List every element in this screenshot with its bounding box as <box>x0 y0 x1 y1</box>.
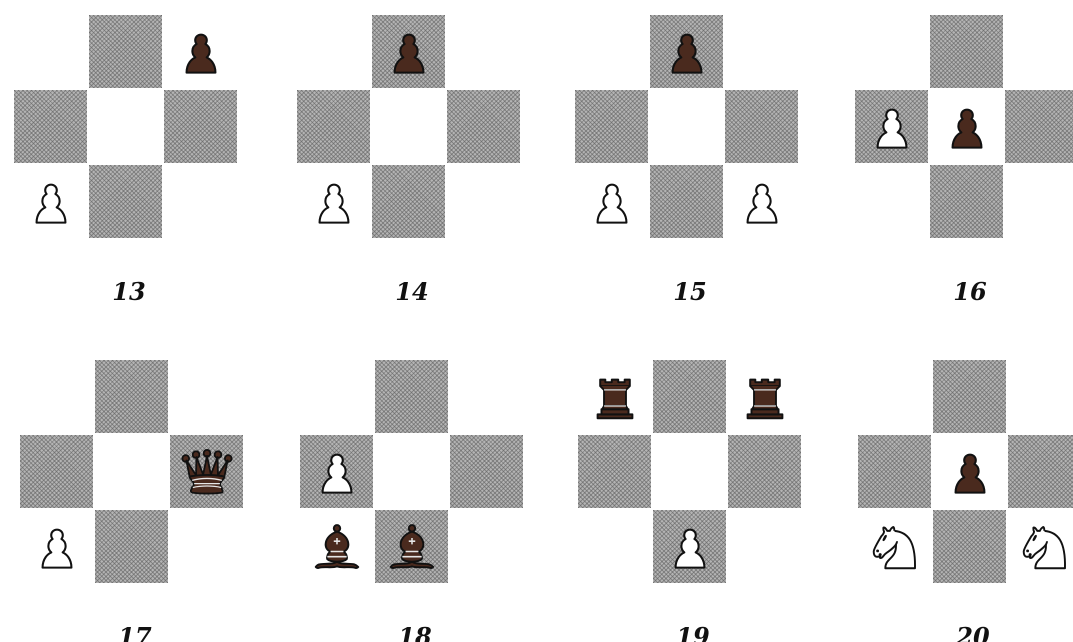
white-knight-icon <box>858 510 931 583</box>
black-rook-icon <box>578 360 651 433</box>
diagram-number: 13 <box>14 277 244 306</box>
diagram-number: 17 <box>20 622 250 642</box>
light-square <box>95 435 168 508</box>
black-pawn-icon <box>933 435 1006 508</box>
diagram-20: 20 <box>858 360 1073 642</box>
light-square <box>375 435 448 508</box>
dark-square <box>95 360 168 433</box>
dark-square <box>372 165 445 238</box>
dark-square <box>20 435 93 508</box>
diagram-number: 20 <box>858 622 1073 642</box>
dark-square <box>933 510 1006 583</box>
diagram-number: 18 <box>300 622 530 642</box>
dark-square <box>858 435 931 508</box>
diagram-number: 15 <box>575 277 805 306</box>
black-pawn-icon <box>164 15 237 88</box>
white-pawn-icon <box>855 90 928 163</box>
diagram-number: 16 <box>855 277 1073 306</box>
dark-square <box>375 360 448 433</box>
dark-square <box>164 90 237 163</box>
white-pawn-icon <box>653 510 726 583</box>
dark-square <box>650 165 723 238</box>
dark-square <box>1008 435 1073 508</box>
diagram-17: 17 <box>20 360 250 642</box>
white-pawn-icon <box>300 435 373 508</box>
diagram-number: 14 <box>297 277 527 306</box>
diagram-number: 19 <box>578 622 808 642</box>
white-pawn-icon <box>297 165 370 238</box>
dark-square <box>297 90 370 163</box>
diagram-15: 15 <box>575 15 805 315</box>
dark-square <box>933 360 1006 433</box>
dark-square <box>578 435 651 508</box>
light-square <box>653 435 726 508</box>
dark-square <box>89 165 162 238</box>
dark-square <box>89 15 162 88</box>
dark-square <box>930 165 1003 238</box>
dark-square <box>450 435 523 508</box>
black-queen-icon <box>170 435 243 508</box>
diagram-19: 19 <box>578 360 808 642</box>
dark-square <box>95 510 168 583</box>
white-pawn-icon <box>725 165 798 238</box>
dark-square <box>14 90 87 163</box>
diagram-13: 13 <box>14 15 244 315</box>
dark-square <box>728 435 801 508</box>
dark-square <box>653 360 726 433</box>
white-pawn-icon <box>14 165 87 238</box>
light-square <box>372 90 445 163</box>
dark-square <box>930 15 1003 88</box>
black-pawn-icon <box>372 15 445 88</box>
white-pawn-icon <box>575 165 648 238</box>
black-pawn-icon <box>650 15 723 88</box>
diagram-16: 16 <box>855 15 1073 315</box>
dark-square <box>447 90 520 163</box>
black-pawn-icon <box>930 90 1003 163</box>
light-square <box>650 90 723 163</box>
dark-square <box>575 90 648 163</box>
white-knight-icon <box>1008 510 1073 583</box>
diagram-18: 18 <box>300 360 530 642</box>
black-bishop-icon <box>375 510 448 583</box>
diagram-14: 14 <box>297 15 527 315</box>
light-square <box>89 90 162 163</box>
dark-square <box>725 90 798 163</box>
black-rook-icon <box>728 360 801 433</box>
dark-square <box>1005 90 1073 163</box>
white-pawn-icon <box>20 510 93 583</box>
black-bishop-icon <box>300 510 373 583</box>
